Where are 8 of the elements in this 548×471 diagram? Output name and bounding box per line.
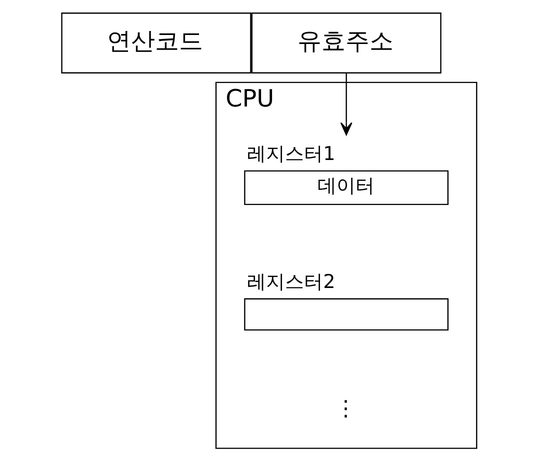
node-box <box>244 298 449 331</box>
label: ⋮ <box>334 396 356 422</box>
node-box: 유효주소 <box>251 12 442 74</box>
node-label: 레지스터1 <box>247 142 336 165</box>
node-box: 연산코드 <box>61 12 252 74</box>
node-box: 데이터 <box>244 170 449 206</box>
arrow <box>340 72 352 136</box>
node-label: 레지스터2 <box>247 270 336 293</box>
